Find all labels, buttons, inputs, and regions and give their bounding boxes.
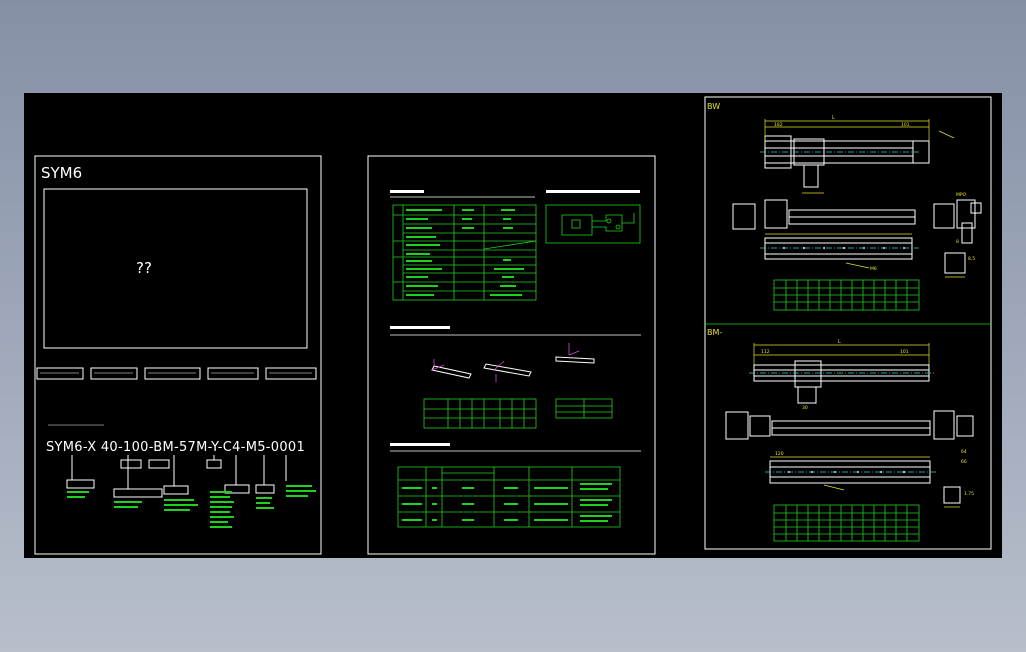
cad-drawing: SYM6 ?? SYM6-X 40-100-BM-57M-Y-C4-M5-000… xyxy=(34,96,992,555)
lower-bottom-view: 120 1.75 xyxy=(765,451,974,508)
sheet-left-title: SYM6 xyxy=(41,164,82,182)
sheet-left: SYM6 ?? SYM6-X 40-100-BM-57M-Y-C4-M5-000… xyxy=(34,155,322,555)
lower-top-view: 112 101 L 30 xyxy=(749,339,936,411)
upper-dim-table xyxy=(773,279,920,311)
spec-table-text xyxy=(406,209,524,296)
svg-text:1.75: 1.75 xyxy=(964,491,974,497)
feature-box-4 xyxy=(207,367,259,380)
feature-box-2 xyxy=(90,367,138,380)
model-code-legend xyxy=(66,455,287,498)
sheet-right: BW BM- 182 101 L xyxy=(704,96,992,550)
upper-top-view: 182 101 L xyxy=(760,115,955,194)
upper-bottom-view: M6 8.5 xyxy=(760,233,975,278)
sheet-middle xyxy=(367,155,656,555)
svg-text:MPO: MPO xyxy=(956,192,967,198)
sheet-middle-border xyxy=(367,155,656,555)
svg-text:L: L xyxy=(832,115,835,121)
svg-text:101: 101 xyxy=(900,349,909,355)
upper-side-view: MPO 8 xyxy=(732,192,982,245)
svg-text:120: 120 xyxy=(775,451,784,457)
svg-text:66: 66 xyxy=(961,459,967,465)
image-placeholder-frame xyxy=(43,188,308,349)
lower-view-label: BM- xyxy=(707,328,722,337)
load-sketches xyxy=(431,343,595,382)
cad-drawing-canvas[interactable]: SYM6 ?? SYM6-X 40-100-BM-57M-Y-C4-M5-000… xyxy=(24,93,1002,558)
lower-side-view: 64 66 xyxy=(725,410,974,465)
feature-box-1 xyxy=(36,367,84,380)
svg-text:M6: M6 xyxy=(870,266,877,272)
motor-table xyxy=(397,466,621,528)
sheet-left-border xyxy=(34,155,322,555)
svg-text:8.5: 8.5 xyxy=(968,256,975,262)
svg-text:8: 8 xyxy=(956,239,959,245)
svg-text:64: 64 xyxy=(961,449,967,455)
svg-text:101: 101 xyxy=(901,122,910,128)
load-table xyxy=(423,398,613,429)
wiring-diagram xyxy=(545,204,641,244)
lower-dim-table xyxy=(773,504,920,542)
motor-table-text xyxy=(402,483,612,522)
wiring-heading xyxy=(546,190,640,193)
svg-text:182: 182 xyxy=(774,122,783,128)
svg-text:30: 30 xyxy=(802,405,808,411)
model-code-legend-notes xyxy=(67,485,316,528)
feature-box-3 xyxy=(144,367,201,380)
image-placeholder-text: ?? xyxy=(136,259,152,277)
upper-view-label: BW xyxy=(707,102,720,111)
svg-text:L: L xyxy=(838,339,841,345)
feature-box-5 xyxy=(265,367,317,380)
sheet-right-border xyxy=(704,96,992,550)
spec-table xyxy=(392,204,537,301)
model-code-string: SYM6-X 40-100-BM-57M-Y-C4-M5-0001 xyxy=(46,440,305,455)
svg-text:112: 112 xyxy=(761,349,770,355)
